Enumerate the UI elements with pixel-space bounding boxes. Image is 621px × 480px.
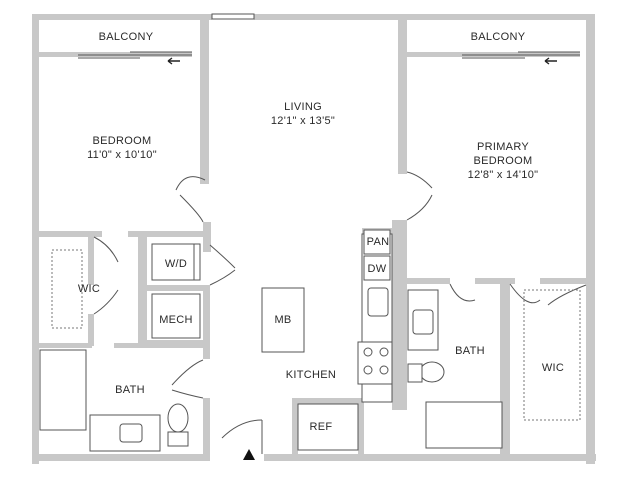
fixtures bbox=[39, 229, 581, 452]
wic-left-label: WIC bbox=[78, 283, 100, 295]
ref-label: REF bbox=[310, 421, 333, 433]
balcony-left-label: BALCONY bbox=[99, 31, 154, 43]
windows bbox=[78, 13, 580, 59]
mech-label: MECH bbox=[159, 314, 193, 326]
walls bbox=[32, 14, 596, 464]
entry-arrow-icon bbox=[243, 449, 255, 460]
primary-bedroom-label-line1: PRIMARY bbox=[477, 141, 529, 153]
slider-arrow-icon bbox=[167, 57, 180, 65]
door-swings bbox=[93, 171, 587, 454]
pan-label: PAN bbox=[367, 236, 390, 248]
living-dimensions: 12'1" x 13'5" bbox=[271, 115, 335, 127]
slider-arrow-icon bbox=[544, 57, 557, 65]
living-label: LIVING bbox=[284, 101, 322, 113]
wd-label: W/D bbox=[165, 258, 187, 270]
balcony-right-label: BALCONY bbox=[471, 31, 526, 43]
mb-label: MB bbox=[274, 314, 291, 326]
bath-right-label: BATH bbox=[455, 345, 485, 357]
bedroom-label: BEDROOM bbox=[93, 135, 152, 147]
kitchen-label: KITCHEN bbox=[286, 369, 336, 381]
bedroom-dimensions: 11'0" x 10'10" bbox=[87, 149, 157, 161]
wic-right-label: WIC bbox=[542, 362, 564, 374]
bath-left-label: BATH bbox=[115, 384, 145, 396]
dw-label: DW bbox=[368, 263, 387, 275]
primary-bedroom-label-line2: BEDROOM bbox=[474, 155, 533, 167]
primary-bedroom-dimensions: 12'8" x 14'10" bbox=[468, 169, 539, 181]
